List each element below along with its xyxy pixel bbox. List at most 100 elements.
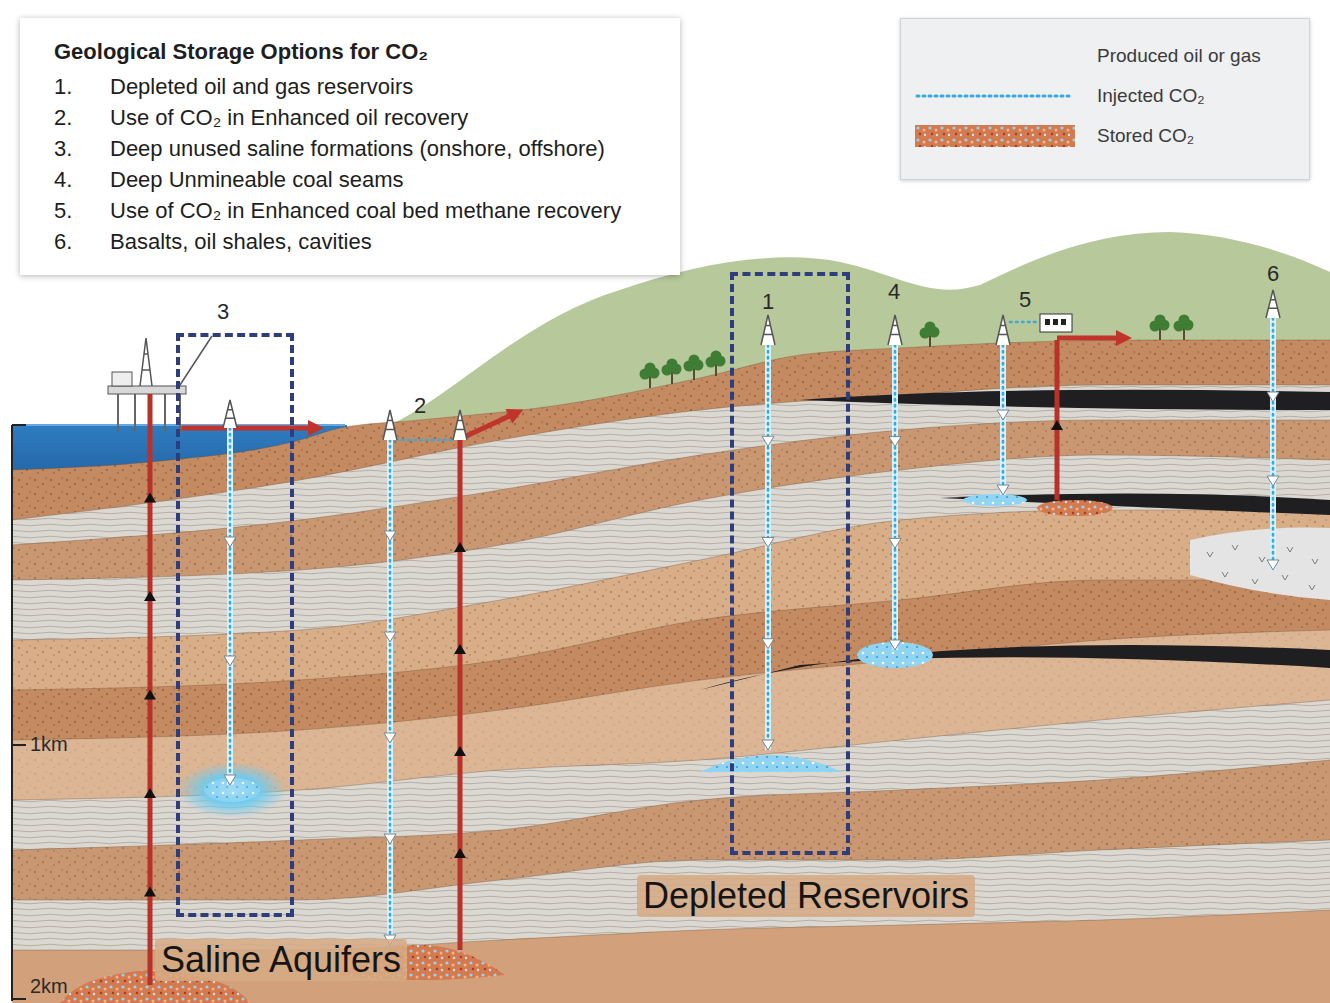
rock-layer <box>12 910 1330 1003</box>
illustration-part <box>889 437 901 447</box>
illustration-part <box>1051 420 1063 430</box>
tree <box>920 322 940 348</box>
illustration-part <box>1159 328 1161 340</box>
illustration-part <box>649 376 651 388</box>
basalt-mark <box>1252 579 1258 584</box>
well-derrick <box>383 410 397 440</box>
list-number: 3. <box>54 133 110 164</box>
list-item: Deep unused saline formations (onshore, … <box>110 133 652 164</box>
injection-well <box>997 345 1009 495</box>
illustration-part <box>1057 336 1126 341</box>
injection-well <box>224 428 236 785</box>
illustration-part <box>888 315 902 345</box>
offshore-platform <box>108 336 212 432</box>
illustration-part <box>1040 314 1072 332</box>
callout-number: 5 <box>1019 288 1031 312</box>
rock-layer <box>12 760 1330 1003</box>
injection-link <box>396 439 454 442</box>
illustration-part <box>454 644 466 654</box>
depth-label: 2km <box>30 975 68 997</box>
list-number: 4. <box>54 164 110 195</box>
depleted-reservoir-co2 <box>700 755 842 772</box>
illustration-part <box>1270 318 1276 570</box>
injection-well <box>384 440 396 945</box>
coal-seam <box>700 645 1330 690</box>
illustration-part <box>997 485 1009 495</box>
callout-number: 3 <box>217 300 229 324</box>
basalt-mark <box>1207 552 1213 557</box>
well-derrick <box>1266 290 1280 318</box>
illustration-part <box>112 372 132 386</box>
illustration-part <box>383 410 397 440</box>
injection-link <box>1010 321 1038 324</box>
illustration-part <box>996 315 1010 345</box>
illustration-part <box>384 531 396 541</box>
rock-layer <box>12 840 1330 1003</box>
ecbm-co2 <box>963 494 1027 506</box>
illustration-part <box>761 315 775 345</box>
list-item: Depleted oil and gas reservoirs <box>110 71 652 102</box>
basalt-mark <box>1232 545 1238 550</box>
well-derrick <box>996 315 1010 345</box>
illustration-part <box>144 887 156 897</box>
illustration-part <box>11 425 13 1001</box>
rock-layer <box>12 385 1330 1003</box>
illustration-part <box>889 640 901 650</box>
illustration-part <box>915 125 1075 147</box>
illustration-part <box>693 368 695 380</box>
illustration-part <box>1266 290 1280 318</box>
production-well <box>144 394 156 985</box>
basalt-mark <box>1312 559 1318 564</box>
layer-boundary <box>12 760 1330 850</box>
illustration-part <box>144 788 156 798</box>
legend-entry: Stored CO₂ <box>915 123 1295 149</box>
region-label: Depleted Reservoirs <box>637 875 975 917</box>
illustration-part <box>1045 319 1050 325</box>
list-number: 6. <box>54 226 110 257</box>
well-derrick <box>453 410 467 440</box>
depleted-reservoir-frame: Depleted Reservoirs <box>730 272 850 855</box>
methane-zone <box>1037 500 1113 516</box>
injection-well <box>889 345 901 650</box>
illustration-part <box>224 537 236 547</box>
illustration-part <box>645 363 656 374</box>
legend-label: Stored CO₂ <box>1097 123 1194 149</box>
list-item: Basalts, oil shales, cavities <box>110 226 652 257</box>
basalt-mark <box>1259 557 1265 562</box>
tree <box>1150 315 1170 341</box>
callout-number: 4 <box>888 280 900 304</box>
illustration-part <box>454 542 466 552</box>
illustration-part <box>1183 328 1185 340</box>
injection-well <box>762 345 774 750</box>
illustration-part <box>1272 318 1275 570</box>
illustration-part <box>671 372 673 384</box>
illustration-part <box>1267 392 1279 402</box>
basalt-mark <box>1287 547 1293 552</box>
illustration-part <box>12 998 26 1000</box>
illustration-part <box>1155 315 1166 326</box>
legend-sample <box>915 45 1075 67</box>
illustration-part <box>178 336 212 388</box>
list-number: 2. <box>54 102 110 133</box>
illustration-part <box>164 394 166 432</box>
illustration-part <box>108 386 186 394</box>
illustration-part <box>762 740 774 750</box>
list-item: Use of CO₂ in Enhanced oil recovery <box>110 102 652 133</box>
illustration-part <box>140 338 152 386</box>
illustration-part <box>762 639 774 649</box>
rock-layer <box>12 340 1330 1003</box>
illustration-part <box>144 591 156 601</box>
rock-layer <box>12 580 1330 1003</box>
well-derrick <box>888 315 902 345</box>
tree <box>1174 315 1194 341</box>
legend-label: Injected CO₂ <box>1097 83 1205 109</box>
basalt-zone <box>1190 528 1330 601</box>
storage-options-box: Geological Storage Options for CO₂1.Depl… <box>20 18 680 275</box>
illustration-part <box>144 690 156 700</box>
illustration-part <box>1061 319 1066 325</box>
well-derrick <box>761 315 775 345</box>
illustration-part <box>454 746 466 756</box>
box-heading: Geological Storage Options for CO₂ <box>54 36 652 67</box>
illustration-part <box>929 335 931 347</box>
